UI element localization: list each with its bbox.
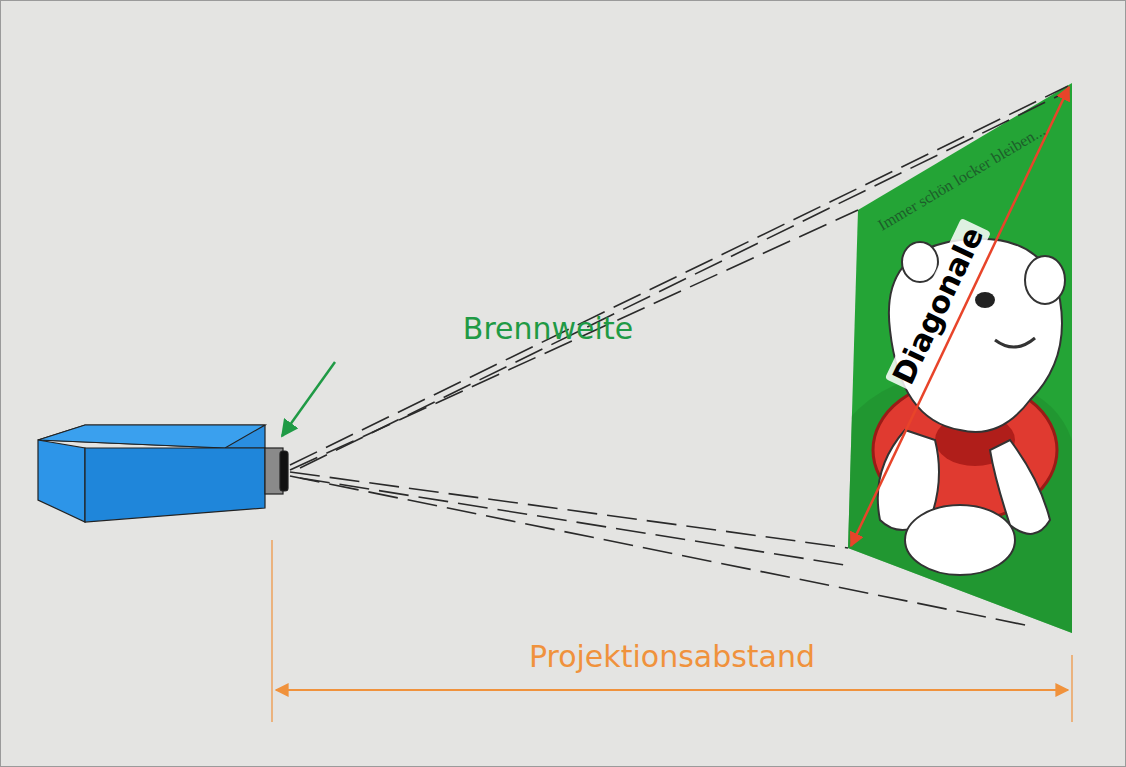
focal-length-label: Brennweite xyxy=(463,312,633,345)
distance-label: Projektionsabstand xyxy=(529,640,815,673)
projection-rays xyxy=(290,86,1068,626)
distance-dimension xyxy=(272,540,1072,722)
diagonal-arrow xyxy=(851,87,1069,546)
projector xyxy=(38,425,288,522)
focal-pointer xyxy=(282,362,335,436)
projection-screen xyxy=(848,83,1075,640)
